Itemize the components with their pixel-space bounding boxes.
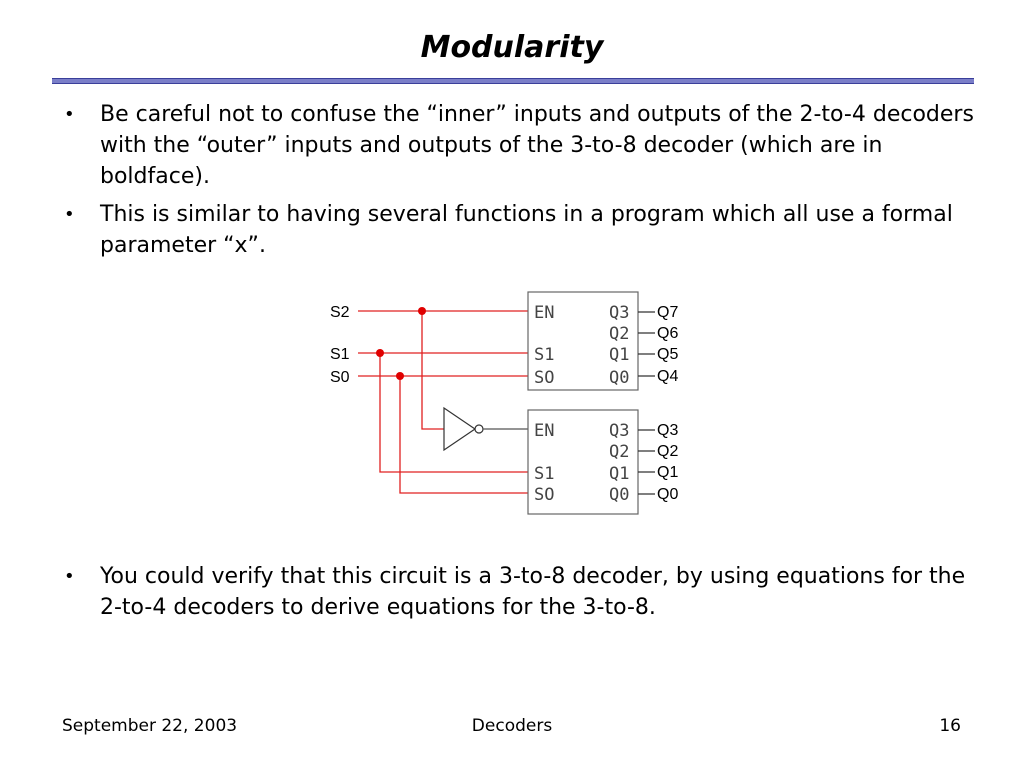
- output-label-q5: Q5: [657, 346, 678, 363]
- wire-s1-lower: [379, 353, 528, 473]
- pin-en: EN: [534, 421, 554, 441]
- pin-q1: Q1: [609, 464, 629, 484]
- junction-dot: [396, 372, 404, 380]
- pin-s1: S1: [534, 345, 554, 365]
- pin-q1: Q1: [609, 345, 629, 365]
- pin-q3: Q3: [609, 303, 629, 323]
- output-label-q4: Q4: [657, 368, 678, 385]
- bullet-item-1: • Be careful not to confuse the “inner” …: [64, 99, 980, 192]
- inverter-gate: [443, 406, 484, 452]
- output-stubs: [638, 311, 655, 495]
- wire-s0-lower: [399, 376, 528, 494]
- pin-q2: Q2: [609, 324, 629, 344]
- bullet-text-3: You could verify that this circuit is a …: [100, 564, 966, 620]
- pin-q0: Q0: [609, 485, 629, 505]
- pin-s1: S1: [534, 464, 554, 484]
- junctions: [376, 307, 426, 380]
- bullet-text-2: This is similar to having several functi…: [100, 202, 953, 258]
- pin-en: EN: [534, 303, 554, 323]
- bullet-dot: •: [64, 104, 75, 125]
- output-label-q7: Q7: [657, 304, 678, 321]
- pin-q3: Q3: [609, 421, 629, 441]
- output-label-q2: Q2: [657, 443, 678, 460]
- page-number: 16: [939, 716, 961, 736]
- bullet-text-1: Be careful not to confuse the “inner” in…: [100, 102, 974, 189]
- pin-q2: Q2: [609, 442, 629, 462]
- output-label-q0: Q0: [657, 486, 678, 503]
- pin-s0: SO: [534, 485, 554, 505]
- bullet-dot: •: [64, 566, 75, 587]
- input-label-s2: S2: [330, 304, 350, 321]
- output-label-q1: Q1: [657, 464, 678, 481]
- pin-s0: SO: [534, 368, 554, 388]
- junction-dot: [376, 349, 384, 357]
- input-label-s1: S1: [330, 346, 350, 363]
- bullet-item-3: • You could verify that this circuit is …: [64, 561, 980, 623]
- wire-s2-to-inverter: [421, 311, 444, 430]
- output-label-q6: Q6: [657, 325, 678, 342]
- bullet-dot: •: [64, 204, 75, 225]
- slide-title: Modularity: [420, 30, 604, 65]
- pin-q0: Q0: [609, 368, 629, 388]
- title-divider: [52, 78, 974, 84]
- input-label-s0: S0: [330, 369, 350, 386]
- bullet-item-2: • This is similar to having several func…: [64, 199, 980, 261]
- footer-date: September 22, 2003: [62, 716, 238, 736]
- junction-dot: [418, 307, 426, 315]
- output-label-q3: Q3: [657, 422, 678, 439]
- lower-decoder-box: [527, 409, 639, 515]
- wires: [358, 310, 528, 494]
- footer-topic: Decoders: [471, 716, 553, 736]
- upper-decoder-box: [527, 291, 639, 391]
